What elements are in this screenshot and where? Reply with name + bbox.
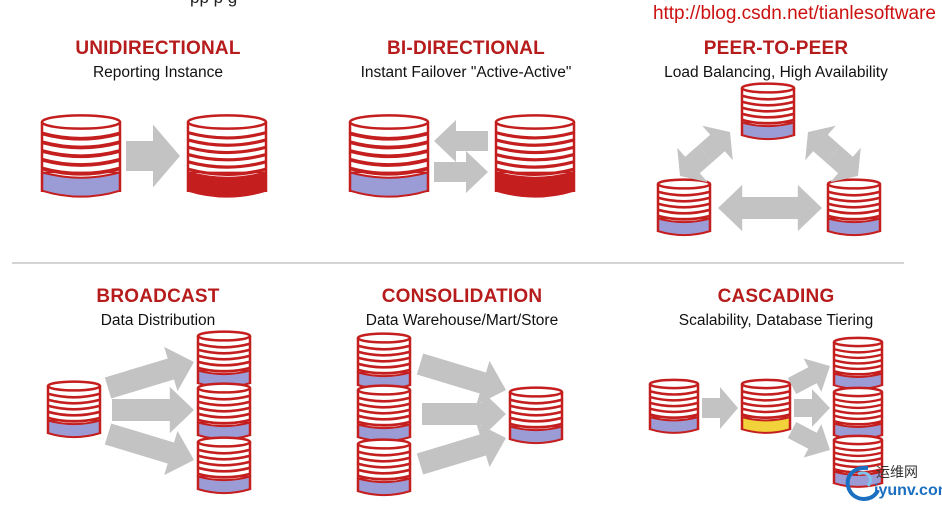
target-database-icon: [186, 114, 268, 198]
arrow-up-right-icon: [787, 358, 830, 394]
diagram-bidirectional: [348, 114, 576, 198]
double-arrow-icon: [805, 125, 861, 183]
watermark-logo: 运维网 iyunv.com: [838, 460, 942, 506]
watermark-swirl-icon: [845, 465, 880, 501]
right-arrow-icon: [434, 151, 488, 193]
arrow-right-icon: [794, 389, 830, 427]
top-cut-text: pp p g: [190, 0, 237, 8]
right-arrow-icon: [126, 124, 180, 188]
target-database-icon: [832, 386, 884, 440]
panel-subtitle: Data Warehouse/Mart/Store: [365, 312, 559, 329]
target-database-icon: [832, 336, 884, 390]
arrow-right-icon: [112, 386, 194, 434]
watermark-en: iyunv.com: [874, 482, 942, 499]
arrow-up-right-icon: [416, 422, 506, 475]
diagram-unidirectional: [40, 114, 268, 198]
panel-title: UNIDIRECTIONAL: [75, 38, 241, 59]
target-database-icon: [494, 114, 576, 198]
panel-subtitle: Instant Failover "Active-Active": [360, 64, 572, 81]
diagram-consolidation: [356, 332, 564, 497]
diagram-broadcast: [46, 330, 252, 495]
source-database-icon: [348, 114, 430, 198]
panel-subtitle: Scalability, Database Tiering: [678, 312, 874, 329]
source-url: http://blog.csdn.net/tianlesoftware: [652, 3, 936, 24]
watermark-cn: 运维网: [876, 464, 918, 480]
diagram-peer-to-peer: [656, 82, 882, 237]
double-arrow-icon: [718, 184, 822, 232]
panel-bidirectional: BI-DIRECTIONAL Instant Failover "Active-…: [316, 0, 616, 240]
source-database-icon: [356, 384, 412, 443]
arrow-down-right-icon: [104, 423, 194, 476]
panel-subtitle: Data Distribution: [100, 312, 216, 329]
panel-subtitle: Load Balancing, High Availability: [664, 64, 888, 81]
double-arrow-icon: [677, 125, 733, 183]
panel-subtitle: Reporting Instance: [92, 64, 224, 81]
panel-peer-to-peer: PEER-TO-PEER Load Balancing, High Availa…: [626, 0, 926, 240]
diagram-cascading: [648, 336, 884, 488]
top-database-icon: [740, 82, 796, 141]
intermediate-database-icon: [740, 378, 792, 434]
arrow-right-icon: [422, 390, 506, 438]
arrow-down-right-icon: [787, 422, 830, 458]
target-database-icon: [196, 330, 252, 389]
row-divider: [12, 262, 904, 264]
panel-broadcast: BROADCAST Data Distribution: [8, 248, 308, 495]
source-database-icon: [46, 380, 102, 439]
left-database-icon: [656, 178, 712, 237]
panel-title: BI-DIRECTIONAL: [387, 38, 545, 59]
source-database-icon: [356, 438, 412, 497]
source-database-icon: [648, 378, 700, 434]
panel-title: BROADCAST: [96, 286, 220, 307]
target-database-icon: [196, 436, 252, 495]
panel-consolidation: CONSOLIDATION Data Warehouse/Mart/Store: [312, 248, 612, 497]
panel-title: PEER-TO-PEER: [703, 38, 849, 59]
right-database-icon: [826, 178, 882, 237]
arrow-right-icon: [702, 387, 738, 429]
arrow-down-right-icon: [416, 353, 506, 406]
target-database-icon: [196, 382, 252, 441]
panel-cascading: CASCADING Scalability, Database Tiering: [626, 248, 926, 488]
arrow-up-right-icon: [104, 346, 194, 399]
source-database-icon: [356, 332, 412, 391]
source-database-icon: [40, 114, 122, 198]
target-database-icon: [508, 386, 564, 445]
panel-unidirectional: UNIDIRECTIONAL Reporting Instance: [8, 0, 308, 240]
panel-title: CASCADING: [717, 286, 835, 307]
left-arrow-icon: [434, 120, 488, 162]
panel-title: CONSOLIDATION: [381, 286, 543, 307]
